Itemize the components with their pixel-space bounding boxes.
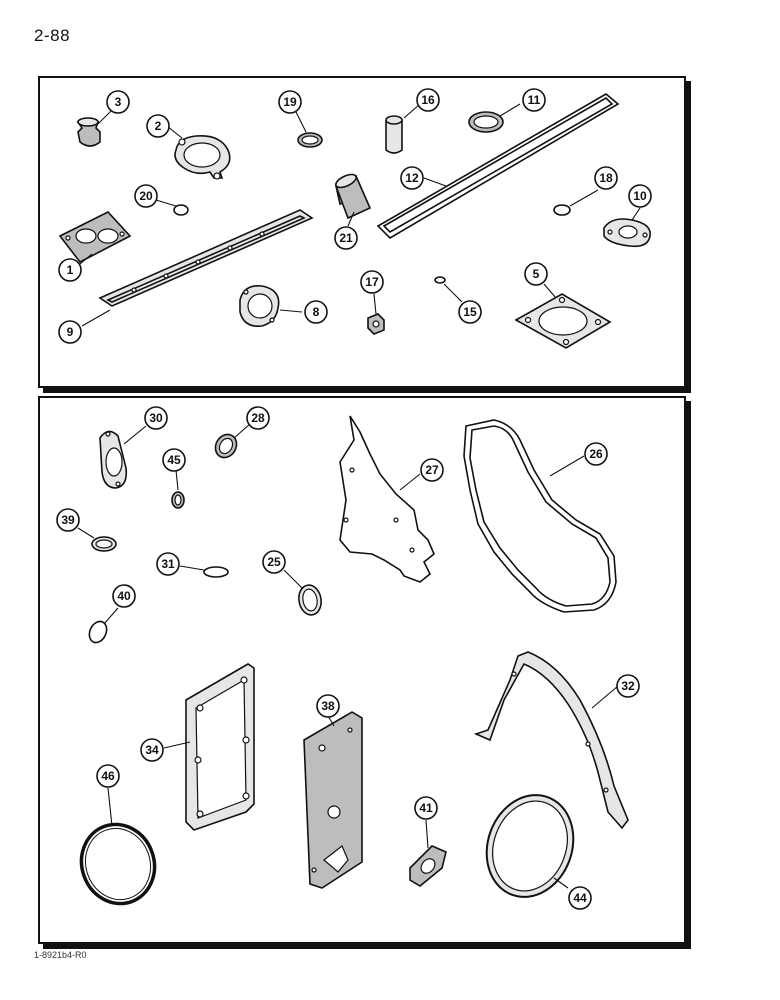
callout-27: 27 (420, 458, 444, 482)
svg-text:40: 40 (117, 589, 131, 603)
svg-text:2: 2 (155, 119, 162, 133)
callout-44: 44 (568, 886, 592, 910)
svg-text:18: 18 (599, 171, 613, 185)
part-12-valve-cover-gasket (376, 93, 620, 240)
part-11-seal (468, 111, 504, 133)
part-46-large-o-ring (79, 822, 157, 906)
part-27-cover-gasket (339, 415, 435, 583)
callout-25: 25 (262, 550, 286, 574)
part-32-rear-gasket (473, 651, 629, 830)
svg-text:25: 25 (267, 555, 281, 569)
part-38-plate-gasket (303, 711, 363, 889)
callout-2: 2 (146, 114, 170, 138)
figure-code: 1-8921b4-R0 (34, 950, 87, 960)
callout-15: 15 (458, 300, 482, 324)
callout-32: 32 (616, 674, 640, 698)
part-39-o-ring (91, 536, 117, 552)
callout-17: 17 (360, 270, 384, 294)
svg-text:5: 5 (533, 267, 540, 281)
svg-text:41: 41 (419, 801, 433, 815)
part-10-flange-gasket (603, 218, 651, 248)
callout-10: 10 (628, 184, 652, 208)
callout-38: 38 (316, 694, 340, 718)
svg-text:20: 20 (139, 189, 153, 203)
callout-3: 3 (106, 90, 130, 114)
callout-45: 45 (162, 448, 186, 472)
svg-text:30: 30 (149, 411, 163, 425)
part-45-o-ring (171, 491, 185, 509)
part-34-oil-cooler-gasket (185, 663, 255, 831)
svg-text:16: 16 (421, 93, 435, 107)
callout-11: 11 (522, 88, 546, 112)
callout-5: 5 (524, 262, 548, 286)
svg-text:12: 12 (405, 171, 419, 185)
part-8-gasket (239, 284, 280, 328)
part-5-exhaust-gasket (514, 293, 612, 349)
svg-text:39: 39 (61, 513, 75, 527)
part-16-sleeve (385, 115, 403, 154)
callout-1: 1 (58, 258, 82, 282)
part-26-timing-gasket (463, 419, 617, 613)
callout-31: 31 (156, 552, 180, 576)
callout-40: 40 (112, 584, 136, 608)
callout-34: 34 (140, 738, 164, 762)
callout-41: 41 (414, 796, 438, 820)
svg-text:32: 32 (621, 679, 635, 693)
callout-9: 9 (58, 320, 82, 344)
svg-text:15: 15 (463, 305, 477, 319)
part-1-intake-gasket (58, 211, 132, 264)
svg-text:9: 9 (67, 325, 74, 339)
callout-21: 21 (334, 226, 358, 250)
callout-12: 12 (400, 166, 424, 190)
part-30-gasket (99, 430, 128, 489)
part-17-fitting (367, 313, 385, 335)
part-19-seal-ring (297, 132, 323, 148)
svg-text:34: 34 (145, 743, 159, 757)
svg-text:1: 1 (67, 263, 74, 277)
part-20-o-ring (173, 204, 189, 216)
svg-text:28: 28 (251, 411, 265, 425)
callout-19: 19 (278, 90, 302, 114)
part-40-o-ring (88, 620, 108, 644)
part-21-pipe (335, 173, 372, 220)
svg-text:31: 31 (161, 557, 175, 571)
svg-text:10: 10 (633, 189, 647, 203)
callout-18: 18 (594, 166, 618, 190)
part-2-gasket (174, 134, 231, 180)
part-3-plug (76, 117, 101, 147)
svg-text:21: 21 (339, 231, 353, 245)
part-31-o-ring (203, 566, 229, 578)
part-25-seal-ring (298, 584, 322, 616)
part-41-flange-gasket (409, 845, 447, 887)
part-9-manifold-gasket (98, 209, 314, 307)
svg-text:19: 19 (283, 95, 297, 109)
svg-text:8: 8 (313, 305, 320, 319)
callout-30: 30 (144, 406, 168, 430)
svg-text:46: 46 (101, 769, 115, 783)
callout-16: 16 (416, 88, 440, 112)
svg-text:27: 27 (425, 463, 439, 477)
part-28-seal (214, 433, 238, 459)
callout-20: 20 (134, 184, 158, 208)
svg-text:26: 26 (589, 447, 603, 461)
page-number: 2-88 (34, 26, 71, 45)
svg-text:38: 38 (321, 699, 335, 713)
svg-text:44: 44 (573, 891, 587, 905)
callout-39: 39 (56, 508, 80, 532)
callout-28: 28 (246, 406, 270, 430)
svg-text:11: 11 (528, 93, 541, 107)
callout-26: 26 (584, 442, 608, 466)
svg-text:17: 17 (365, 275, 379, 289)
svg-text:45: 45 (167, 453, 181, 467)
part-15-washer (434, 276, 446, 284)
svg-text:3: 3 (115, 95, 122, 109)
part-44-large-seal-ring (485, 794, 575, 898)
callout-46: 46 (96, 764, 120, 788)
callout-8: 8 (304, 300, 328, 324)
part-18-o-ring (553, 204, 571, 216)
